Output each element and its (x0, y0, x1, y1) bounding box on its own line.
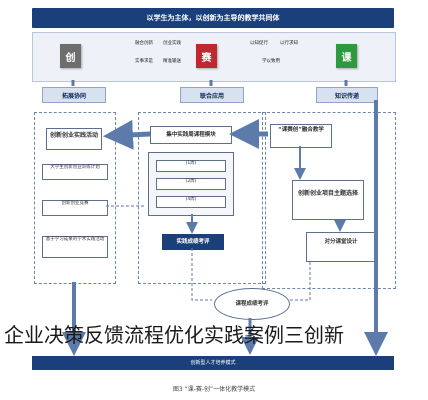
chuang-block: 创 (60, 44, 81, 68)
left-top-box: 创新创业实践活动 (46, 128, 102, 150)
top-text-left-c: 实事求是 (135, 59, 153, 64)
header-right: 知识传递 (316, 87, 378, 103)
right-project-box: 创新创业项目主题选择 (292, 180, 364, 220)
right-top-box: “课赛创”融合教学 (270, 124, 332, 148)
dashed-eval-to-assess (191, 248, 212, 301)
assessment-ellipse: 课程成绩考评 (214, 288, 290, 320)
mid-item-2: (2周) (156, 178, 226, 190)
left-item-1: 大学生创新创业训练计划 (42, 164, 108, 180)
figure-label: 图3 “课-赛-创”一体化教学模式 (172, 386, 256, 393)
top-text-left-d: 精准输送 (163, 59, 181, 64)
ke-block: 课 (336, 44, 357, 68)
top-text-left-a: 融合创新 (135, 41, 153, 46)
top-text-right-a: 以知促行 (250, 41, 268, 46)
section-right (262, 112, 396, 289)
header-middle: 联合应用 (180, 87, 244, 103)
mid-item-3: (4周) (156, 196, 226, 208)
sai-block: 赛 (196, 44, 217, 68)
top-text-right-c: 学以致用 (262, 59, 280, 64)
mid-eval-box: 实践成绩考评 (162, 234, 224, 250)
left-item-3: 基于学习成果的学术实践活动 (42, 236, 108, 258)
mid-item-1: (1周) (156, 160, 226, 172)
diagram-title: 以学生为主体，以创新为主导的教学共同体 (32, 8, 394, 28)
right-design-box: 对分课堂设计 (306, 232, 376, 262)
section-middle (138, 112, 266, 284)
left-item-2: 创新创业竞赛 (42, 200, 108, 216)
header-left: 拓展协同 (42, 87, 106, 103)
bottom-bar: 创新型人才培养模式 (32, 356, 394, 370)
top-text-left-b: 创业实践 (163, 41, 181, 46)
dashed-design-to-assess (290, 262, 311, 301)
arrow-mid-to-left (103, 119, 151, 150)
top-text-right-b: 以行求知 (280, 41, 298, 46)
mid-top-box: 集中实践周课程模块 (150, 126, 232, 144)
overlay-caption: 企业决策反馈流程优化实践案例三创新 (4, 323, 344, 347)
